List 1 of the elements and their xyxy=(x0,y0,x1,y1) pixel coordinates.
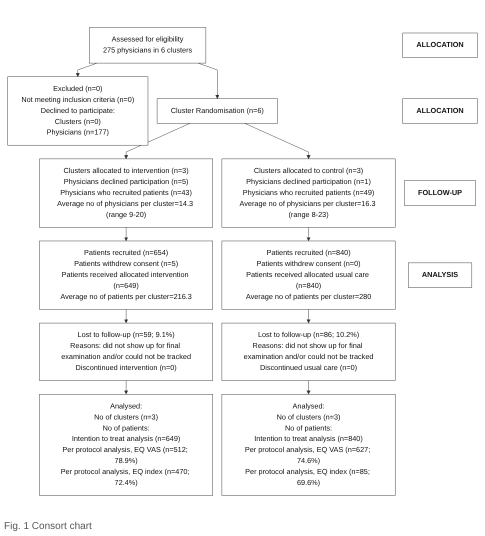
figure-caption: Fig. 1 Consort chart xyxy=(4,521,93,532)
